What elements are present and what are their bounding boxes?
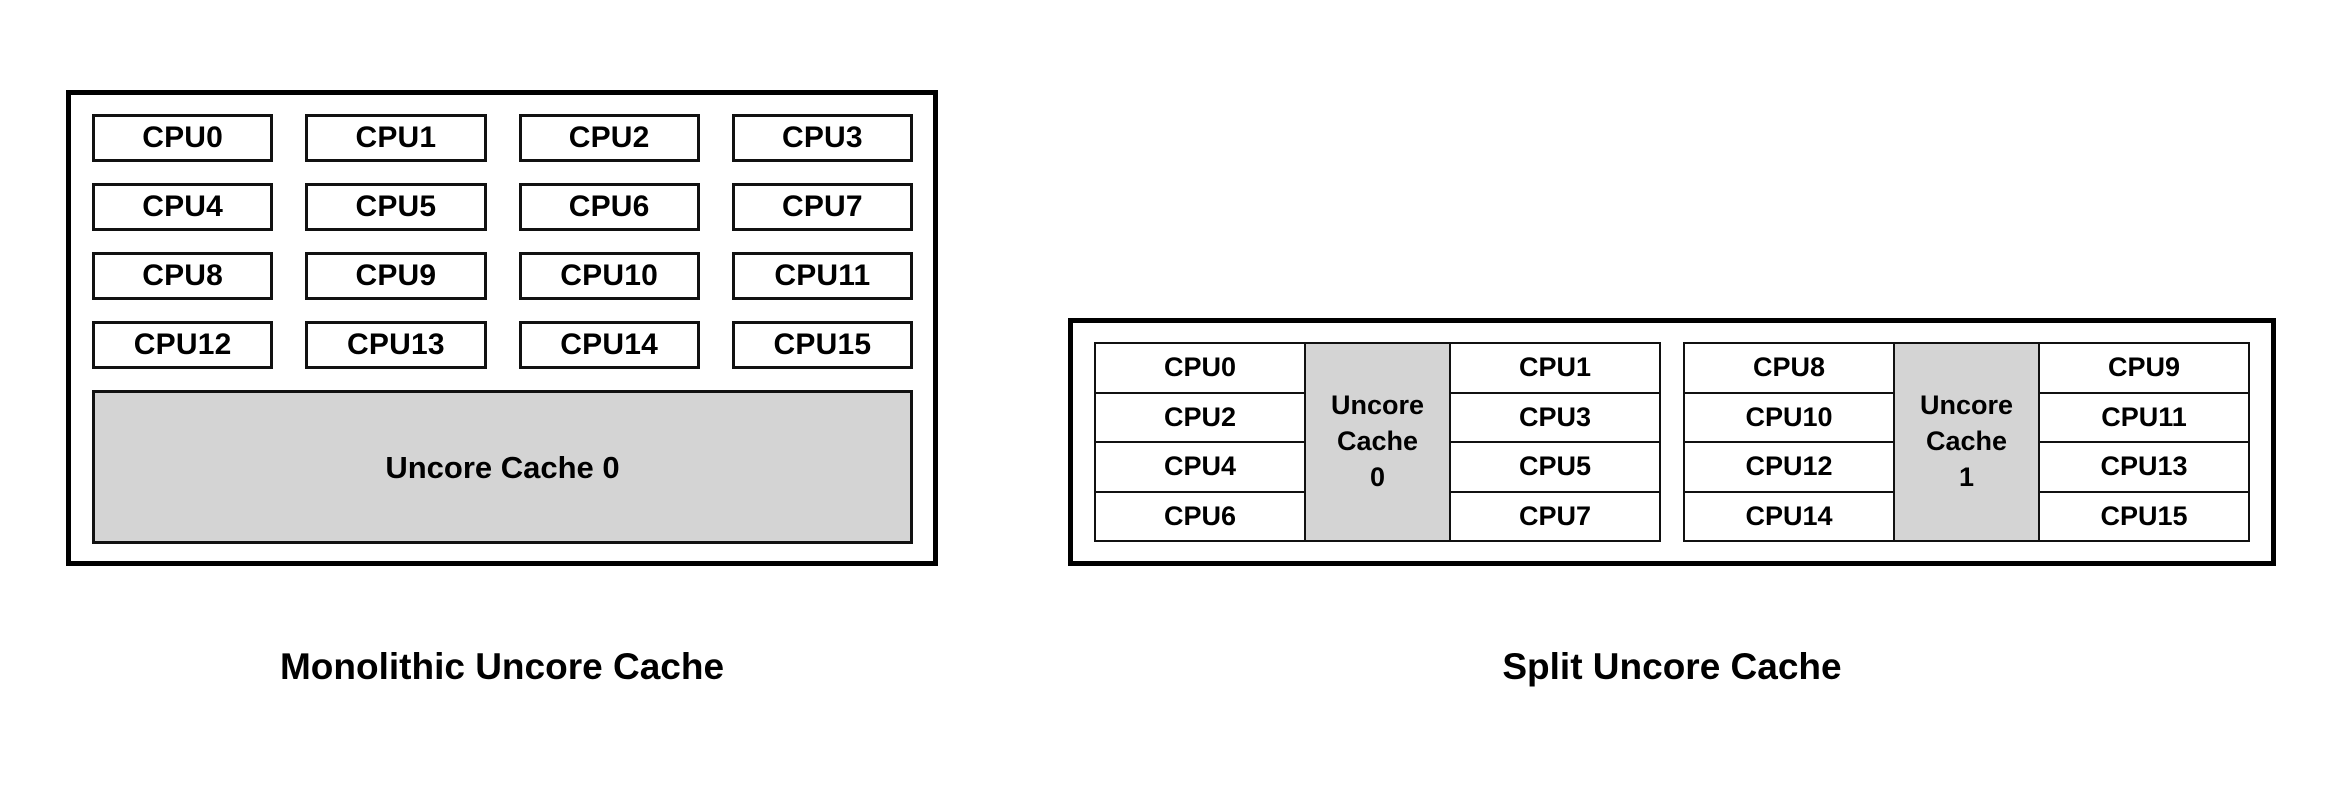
cpu-label: CPU12: [1745, 451, 1833, 482]
split-uncore-diagram: CPU0 CPU2 CPU4 CPU6 Uncore Cache 0 CPU1 …: [1068, 318, 2276, 566]
split-caption: Split Uncore Cache: [1068, 645, 2276, 689]
cpu-box: CPU4: [1094, 441, 1306, 493]
cpu-box: CPU3: [731, 114, 913, 162]
cpu-label: CPU4: [142, 190, 224, 223]
cpu-label: CPU14: [560, 328, 658, 361]
cpu-label: CPU7: [781, 190, 863, 223]
caption-label: Monolithic Uncore Cache: [279, 646, 725, 687]
caption-label: Split Uncore Cache: [1502, 646, 1842, 687]
cpu-column-left: CPU8 CPU10 CPU12 CPU14: [1683, 342, 1895, 542]
cpu-box: CPU1: [305, 114, 487, 162]
cpu-box: CPU5: [1449, 441, 1661, 493]
uncore-cache-label: Uncore Cache 1: [1919, 390, 2014, 492]
cpu-box: CPU0: [92, 114, 274, 162]
cpu-box: CPU14: [1683, 490, 1895, 542]
cpu-box: CPU13: [305, 321, 487, 369]
cpu-box: CPU8: [1683, 342, 1895, 394]
cpu-box: CPU9: [2038, 342, 2250, 394]
cpu-box: CPU11: [731, 252, 913, 300]
cpu-label: CPU5: [355, 190, 437, 223]
cpu-label: CPU13: [347, 328, 445, 361]
cpu-label: CPU2: [568, 121, 650, 154]
cpu-box: CPU11: [2038, 391, 2250, 443]
cpu-column-right: CPU9 CPU11 CPU13 CPU15: [2038, 342, 2250, 542]
cpu-label: CPU3: [1518, 401, 1592, 432]
cpu-label: CPU8: [1752, 352, 1826, 383]
cpu-box: CPU12: [1683, 441, 1895, 493]
cpu-box: CPU2: [518, 114, 700, 162]
cpu-box: CPU8: [92, 252, 274, 300]
cpu-box: CPU1: [1449, 342, 1661, 394]
split-cache-group: CPU8 CPU10 CPU12 CPU14 Uncore Cache 1 CP…: [1683, 342, 2250, 542]
monolithic-cpu-grid: CPU0 CPU1 CPU2 CPU3 CPU4 CPU5 CPU6 CPU7 …: [92, 114, 913, 369]
cpu-label: CPU0: [1163, 352, 1237, 383]
monolithic-uncore-diagram: CPU0 CPU1 CPU2 CPU3 CPU4 CPU5 CPU6 CPU7 …: [66, 90, 938, 566]
cpu-label: CPU10: [1745, 401, 1833, 432]
cpu-label: CPU9: [2107, 352, 2181, 383]
cpu-label: CPU4: [1163, 451, 1237, 482]
cpu-label: CPU12: [133, 328, 232, 361]
cpu-label: CPU6: [1163, 500, 1237, 531]
cpu-label: CPU13: [2100, 451, 2188, 482]
cpu-box: CPU13: [2038, 441, 2250, 493]
cpu-label: CPU6: [568, 190, 650, 223]
cpu-label: CPU11: [2101, 401, 2187, 432]
uncore-cache-label: Uncore Cache 0: [385, 449, 620, 485]
cpu-label: CPU8: [142, 259, 224, 292]
cpu-box: CPU9: [305, 252, 487, 300]
cpu-box: CPU5: [305, 183, 487, 231]
cpu-label: CPU15: [2100, 500, 2188, 531]
cpu-box: CPU15: [731, 321, 913, 369]
cpu-box: CPU6: [1094, 490, 1306, 542]
uncore-cache-box: Uncore Cache 0: [1304, 342, 1451, 542]
cpu-box: CPU7: [731, 183, 913, 231]
cpu-label: CPU3: [781, 121, 863, 154]
cpu-label: CPU2: [1163, 401, 1237, 432]
cpu-box: CPU4: [92, 183, 274, 231]
uncore-cache-box: Uncore Cache 0: [92, 390, 913, 544]
uncore-cache-label: Uncore Cache 0: [1330, 390, 1425, 492]
cpu-label: CPU5: [1518, 451, 1592, 482]
cpu-label: CPU14: [1745, 500, 1833, 531]
cpu-label: CPU7: [1518, 500, 1592, 531]
cpu-label: CPU0: [142, 121, 224, 154]
cpu-column-left: CPU0 CPU2 CPU4 CPU6: [1094, 342, 1306, 542]
cpu-box: CPU14: [518, 321, 700, 369]
cpu-label: CPU1: [1518, 352, 1592, 383]
cpu-box: CPU3: [1449, 391, 1661, 443]
cpu-box: CPU12: [92, 321, 274, 369]
cpu-label: CPU11: [774, 259, 871, 292]
cpu-column-right: CPU1 CPU3 CPU5 CPU7: [1449, 342, 1661, 542]
cpu-box: CPU2: [1094, 391, 1306, 443]
cpu-box: CPU7: [1449, 490, 1661, 542]
cpu-label: CPU15: [773, 328, 872, 361]
cpu-label: CPU9: [355, 259, 437, 292]
cpu-box: CPU6: [518, 183, 700, 231]
split-cache-group: CPU0 CPU2 CPU4 CPU6 Uncore Cache 0 CPU1 …: [1094, 342, 1661, 542]
cpu-box: CPU10: [1683, 391, 1895, 443]
cpu-label: CPU10: [560, 259, 658, 292]
cpu-box: CPU0: [1094, 342, 1306, 394]
cpu-box: CPU10: [518, 252, 700, 300]
uncore-cache-box: Uncore Cache 1: [1893, 342, 2040, 542]
cpu-label: CPU1: [355, 121, 437, 154]
monolithic-caption: Monolithic Uncore Cache: [66, 645, 938, 689]
cpu-box: CPU15: [2038, 490, 2250, 542]
